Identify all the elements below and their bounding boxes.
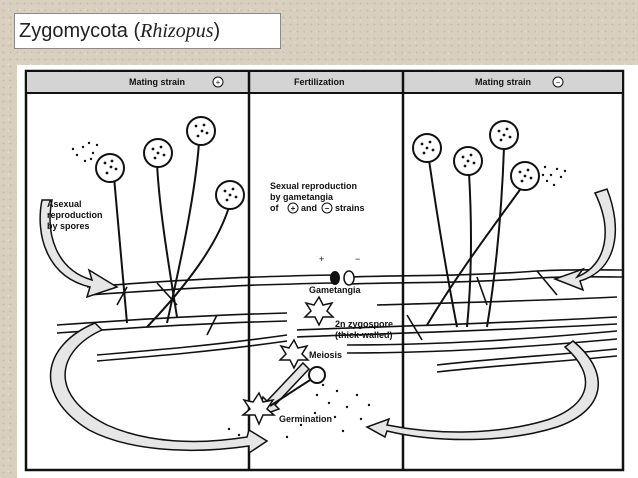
sexual-minus-sign: − xyxy=(325,204,330,213)
diagram-labels: Asexual reproduction by spores Sexual re… xyxy=(47,181,393,424)
label-germination: Germination xyxy=(279,414,332,424)
rhizopus-life-cycle-figure: Mating strain + Fertilization Mating str… xyxy=(17,65,638,478)
header-middle-label: Fertilization xyxy=(294,77,345,87)
label-asexual-line3: by spores xyxy=(47,221,90,231)
header-right-sign: − xyxy=(556,78,561,87)
slide-title-text: Zygomycota ( xyxy=(19,20,141,42)
label-sexual-line3a: of xyxy=(270,203,279,213)
sporangiophores-right xyxy=(426,146,523,328)
header-left-label: Mating strain xyxy=(129,77,185,87)
left-return-arrow xyxy=(49,322,269,455)
label-gametangia: Gametangia xyxy=(309,285,362,295)
label-sexual-line1: Sexual reproduction xyxy=(270,181,357,191)
released-spores-right xyxy=(541,165,567,187)
slide-title-genus: Rhizopus xyxy=(140,20,214,42)
germination-spores xyxy=(227,383,371,439)
germination-sporangium-head xyxy=(308,366,326,384)
meiosis-zygospore-icon xyxy=(278,338,310,370)
cycle-arrows xyxy=(39,188,617,455)
asexual-cycle-arrow xyxy=(39,199,119,299)
sporangia-right xyxy=(412,120,540,191)
label-asexual-line1: Asexual xyxy=(47,199,82,209)
gametangia-minus-sign: − xyxy=(355,254,360,264)
zygospores xyxy=(240,295,335,426)
header-right-label: Mating strain xyxy=(475,77,531,87)
plus-sign-icon xyxy=(212,76,224,88)
slide-title-close: ) xyxy=(213,20,221,42)
sexual-minus-icon xyxy=(321,202,333,214)
label-sexual-line2: by gametangia xyxy=(270,192,334,202)
label-zygospore-line2: (thick-walled) xyxy=(335,330,393,340)
label-zygospore-line1: 2n zygospore xyxy=(335,319,393,329)
label-asexual-line2: reproduction xyxy=(47,210,103,220)
right-cycle-arrow xyxy=(552,188,617,292)
released-spores-left xyxy=(71,141,99,163)
gametangia-pair: + − xyxy=(319,254,360,286)
germination-zygospore-icon xyxy=(240,391,277,426)
header-bar xyxy=(25,70,624,94)
zygospore-icon xyxy=(303,295,335,327)
gametangia-plus-sign: + xyxy=(319,254,324,264)
header-left-sign: + xyxy=(216,78,221,87)
label-meiosis: Meiosis xyxy=(309,350,342,360)
minus-sign-icon xyxy=(552,76,564,88)
sexual-plus-sign: + xyxy=(291,204,296,213)
life-cycle-diagram: Mating strain + Fertilization Mating str… xyxy=(24,69,625,472)
sporangiophores-left xyxy=(113,142,230,328)
right-return-arrow xyxy=(365,340,599,441)
label-sexual-line3c: strains xyxy=(335,203,365,213)
sexual-plus-icon xyxy=(287,202,299,214)
hyphae-network xyxy=(56,268,624,373)
label-sexual-line3b: and xyxy=(301,203,317,213)
slide-title: Zygomycota (Rhizopus) xyxy=(14,13,281,49)
sporangia-left xyxy=(95,116,245,210)
